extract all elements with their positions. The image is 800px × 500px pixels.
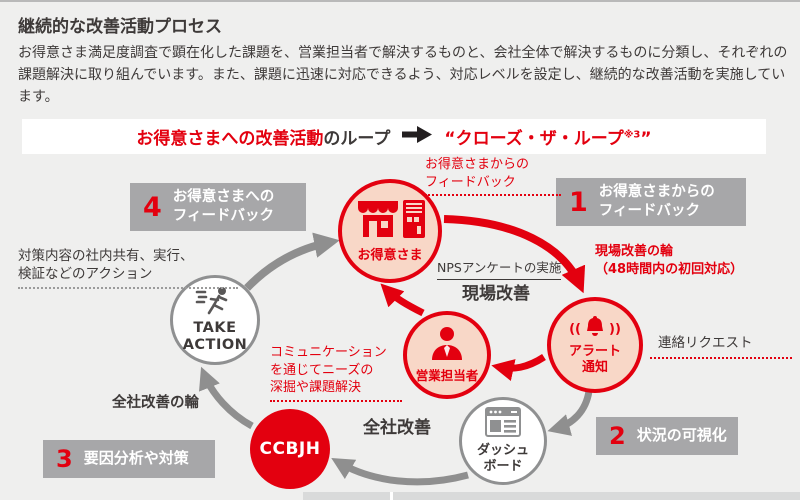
bell-icon bbox=[582, 314, 608, 344]
arrow-ccbjh-to-takeaction bbox=[199, 366, 254, 430]
runner-icon bbox=[195, 286, 235, 320]
banner-left-red: お得意さまへの改善活動 bbox=[136, 129, 324, 149]
annotation-action-note: 対策内容の社内共有、実行、 検証などのアクション bbox=[18, 247, 238, 290]
vending-machine-icon bbox=[402, 199, 425, 242]
sound-wave-right: )) bbox=[609, 321, 621, 337]
customer-icons bbox=[356, 199, 425, 242]
arrow-alert-to-sales bbox=[491, 354, 546, 381]
person-icon bbox=[429, 326, 465, 364]
annotation-communication: コミュニケーション を通じてニーズの 深掘や課題解決 bbox=[270, 344, 402, 402]
banner-right-red: “クローズ・ザ・ループ bbox=[444, 129, 624, 149]
loop-banner: お得意さまへの改善活動のループ “クローズ・ザ・ループ※3” bbox=[22, 119, 766, 154]
step-number: 1 bbox=[569, 186, 588, 218]
step-box-3: 3 要因分析や対策 bbox=[43, 440, 215, 478]
arrow-alert-to-dashboard bbox=[547, 390, 593, 436]
banner-right-text: “クローズ・ザ・ループ※3” bbox=[444, 124, 651, 149]
node-alert: (( )) アラート 通知 bbox=[547, 297, 643, 393]
node-label: ダッシュ ボード bbox=[476, 443, 529, 474]
step-label: 状況の可視化 bbox=[636, 426, 727, 445]
step-box-4: 4 お得意さまへの フィードバック bbox=[130, 183, 306, 231]
node-customer: お得意さま bbox=[338, 179, 442, 283]
node-take-action: TAKE ACTION bbox=[170, 275, 260, 365]
annotation-nps-survey: NPSアンケートの実施 bbox=[437, 260, 562, 280]
arrow-sales-to-customer bbox=[380, 283, 425, 317]
node-label: アラート 通知 bbox=[568, 344, 621, 375]
step-label: 要因分析や対策 bbox=[83, 449, 189, 468]
label-company-improvement: 全社改善 bbox=[363, 418, 431, 438]
banner-right-quote: ” bbox=[640, 129, 652, 149]
node-dashboard: ダッシュ ボード bbox=[459, 397, 547, 485]
step-number: 3 bbox=[56, 445, 73, 473]
banner-right-footnote: ※3 bbox=[623, 129, 641, 141]
step-number: 4 bbox=[143, 191, 162, 223]
banner-left-dark: のループ bbox=[323, 129, 391, 149]
arrow-dashboard-to-ccbjh bbox=[331, 458, 469, 486]
step-label: お得意さまへの フィードバック bbox=[172, 189, 275, 224]
step-label: お得意さまからの フィードバック bbox=[598, 184, 715, 219]
page-title: 継続的な改善活動プロセス bbox=[18, 17, 222, 37]
banner-left-text: お得意さまへの改善活動のループ bbox=[136, 124, 390, 149]
step-box-2: 2 状況の可視化 bbox=[596, 417, 738, 455]
annotation-contact-request: 連絡リクエスト bbox=[650, 334, 792, 360]
cropped-table-edge bbox=[303, 492, 800, 500]
step-number: 2 bbox=[609, 422, 626, 450]
step-box-1: 1 お得意さまからの フィードバック bbox=[556, 178, 746, 226]
sound-wave-left: (( bbox=[569, 321, 581, 337]
node-ccbjh: CCBJH bbox=[250, 409, 330, 489]
top-divider bbox=[0, 0, 800, 2]
label-field-improvement: 現場改善 bbox=[462, 284, 530, 304]
node-label: TAKE ACTION bbox=[182, 320, 248, 353]
dashboard-icon bbox=[485, 407, 521, 441]
annotation-company-wheel: 全社改善の輪 bbox=[112, 395, 199, 411]
table-column-divider bbox=[390, 492, 393, 500]
intro-paragraph: お得意さま満足度調査で顕在化した課題を、営業担当者で解決するものと、会社全体で解… bbox=[18, 45, 788, 106]
node-label: お得意さま bbox=[357, 247, 423, 263]
arrow-takeaction-to-customer bbox=[244, 232, 340, 291]
alert-icon-row: (( )) bbox=[569, 314, 621, 344]
bold-right-arrow-icon bbox=[402, 125, 433, 148]
node-sales: 営業担当者 bbox=[403, 311, 491, 399]
storefront-icon bbox=[356, 200, 400, 242]
annotation-field-wheel: 現場改善の輪 （48時間内の初回対応） bbox=[595, 244, 744, 277]
node-label: CCBJH bbox=[259, 439, 321, 459]
annotation-customer-feedback: お得意さまからの フィードバック bbox=[425, 156, 561, 197]
node-label: 営業担当者 bbox=[415, 368, 479, 383]
